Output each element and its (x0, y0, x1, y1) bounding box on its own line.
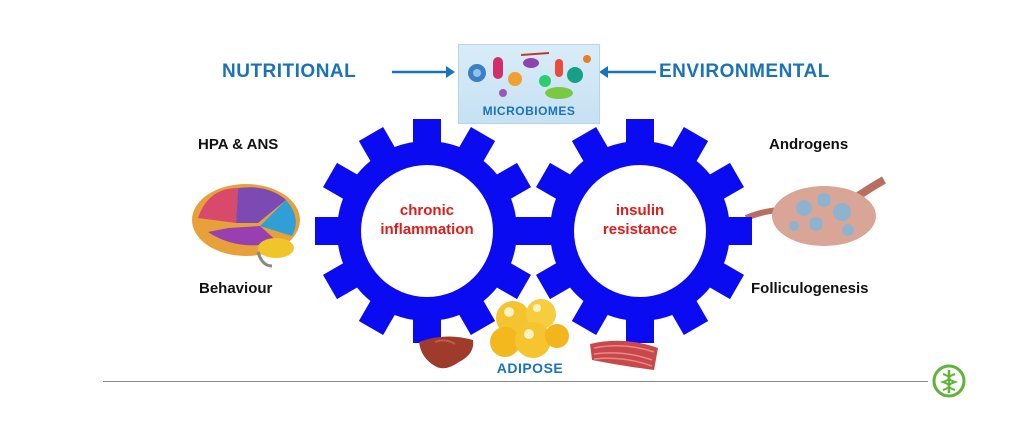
microbiomes-illustration: MICROBIOMES (458, 44, 600, 124)
medical-logo-icon (932, 364, 966, 398)
environmental-label: ENVIRONMENTAL (659, 61, 830, 82)
arrow-left-icon (599, 66, 656, 78)
inflammation-label: inflammation (380, 221, 474, 238)
hpa-ans-label: HPA & ANS (198, 136, 279, 153)
adipose-cells-icon (490, 299, 569, 358)
behaviour-label: Behaviour (199, 280, 273, 297)
chronic-label: chronic (399, 202, 455, 219)
ovary-icon (744, 176, 886, 246)
liver-icon (419, 336, 474, 369)
gear-right-text: insulin resistance (560, 201, 720, 239)
muscle-icon (590, 340, 658, 370)
adipose-label: ADIPOSE (496, 360, 564, 376)
folliculogenesis-label: Folliculogenesis (751, 280, 869, 297)
brain-icon (192, 184, 300, 268)
gear-left-text: chronic inflammation (347, 201, 507, 239)
footer-divider (103, 381, 928, 382)
gear-right-icon (528, 119, 752, 343)
insulin-label: insulin (615, 202, 665, 219)
androgens-label: Androgens (769, 136, 849, 153)
microbiomes-label: MICROBIOMES (482, 104, 576, 118)
arrow-right-icon (392, 66, 455, 78)
resistance-label: resistance (602, 221, 678, 238)
microbes-icon (468, 52, 591, 99)
nutritional-label: NUTRITIONAL (222, 61, 357, 82)
